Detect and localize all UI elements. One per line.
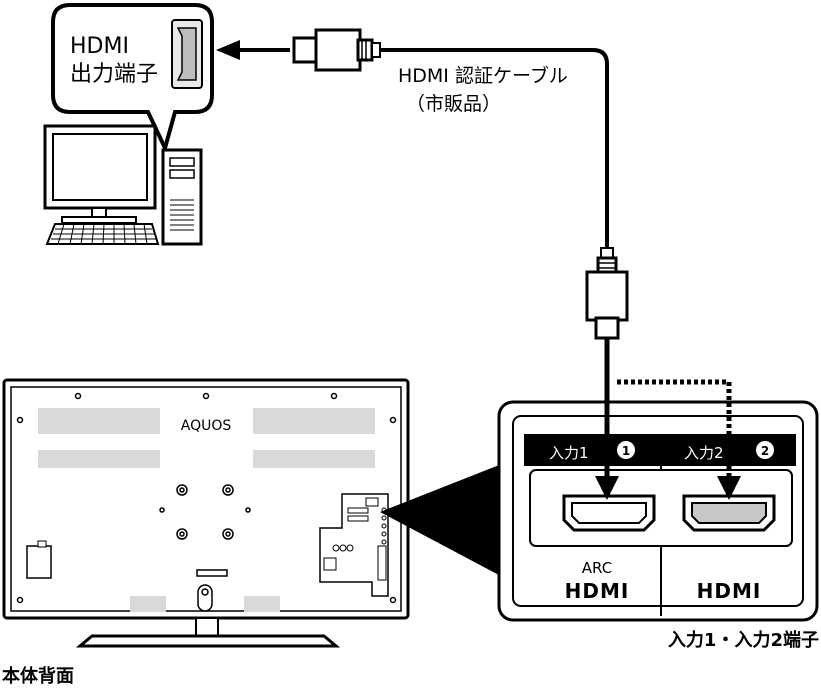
tv-logo: AQUOS — [181, 418, 232, 434]
callout-line1: HDMI — [70, 34, 129, 59]
hdmi-port-icon — [171, 19, 203, 89]
computer-icon — [43, 124, 203, 246]
tv-icon: AQUOS — [2, 378, 410, 648]
callout-line2: 出力端子 — [70, 62, 158, 87]
cable-name: HDMI 認証ケーブル — [398, 64, 568, 87]
hdmi-output-callout: HDMI 出力端子 — [51, 3, 214, 154]
input2-hdmi-logo: HDMI — [697, 579, 762, 603]
hdmi-cable — [380, 48, 609, 250]
hdmi-port-icon — [682, 494, 776, 532]
arrow-to-input1 — [595, 338, 619, 500]
arrow-to-input2 — [617, 379, 741, 500]
hdmi-plug-icon — [292, 28, 381, 72]
input-terminal-panel: 入力1 1 ARC HDMI 入力2 2 HDMI — [497, 400, 819, 622]
arrow-to-pc — [216, 40, 290, 60]
panel-caption: 入力1・入力2端子 — [668, 630, 819, 651]
input2-label: 入力2 — [684, 444, 724, 462]
hdmi-plug-icon — [585, 247, 629, 340]
input1-label: 入力1 — [549, 444, 589, 462]
input1-hdmi-logo: HDMI — [565, 579, 630, 603]
tv-back-caption: 本体背面 — [2, 665, 74, 687]
cable-note: （市販品） — [406, 93, 501, 115]
input1-badge: 1 — [622, 444, 630, 458]
input2-badge: 2 — [761, 444, 769, 458]
hdmi-port-icon — [562, 494, 656, 532]
input1-arc: ARC — [582, 559, 612, 577]
zoom-wedge — [380, 460, 512, 582]
